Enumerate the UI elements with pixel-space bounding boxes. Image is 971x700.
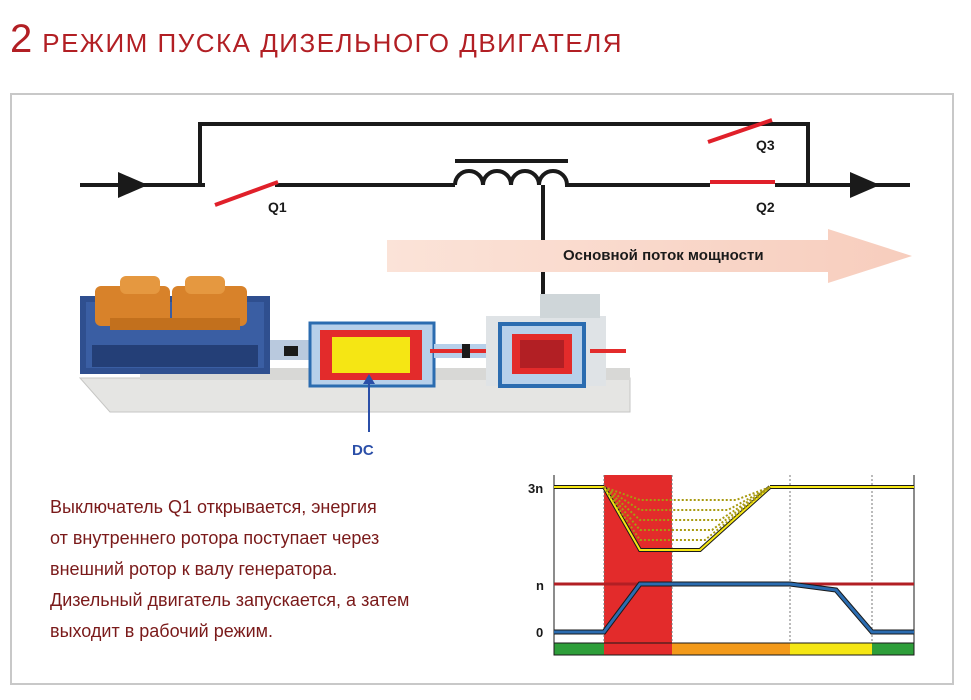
- switch-q1: [214, 180, 279, 207]
- description-line: от внутреннего ротора поступает через: [50, 528, 380, 548]
- power-flow-label: Основной поток мощности: [563, 247, 764, 264]
- description-line: выходит в рабочий режим.: [50, 621, 274, 641]
- power-flow-arrow: [387, 229, 912, 283]
- tick-n: n: [536, 578, 544, 593]
- diesel-generator-set: [78, 276, 631, 413]
- label-q1: Q1: [268, 199, 287, 215]
- timing-chart: 3n n 0: [528, 475, 915, 656]
- phase-bar-3: [672, 643, 790, 655]
- description-line: внешний ротор к валу генератора.: [50, 559, 338, 579]
- section-title: РЕЖИМ ПУСКА ДИЗЕЛЬНОГО ДВИГАТЕЛЯ: [42, 28, 624, 58]
- section-number: 2: [10, 17, 33, 61]
- switch-q3: [707, 118, 773, 144]
- tick-0: 0: [536, 625, 543, 640]
- description-text: Выключатель Q1 открывается, энергия от в…: [50, 492, 500, 647]
- label-q2: Q2: [756, 199, 775, 215]
- phase-bar-5: [872, 643, 914, 655]
- tick-3n: 3n: [528, 481, 543, 496]
- page-title: 2 РЕЖИМ ПУСКА ДИЗЕЛЬНОГО ДВИГАТЕЛЯ: [10, 14, 623, 64]
- main-bus: [80, 122, 910, 198]
- input-arrow: [118, 172, 148, 198]
- output-arrow: [850, 172, 880, 198]
- reactor-coil: [453, 159, 569, 186]
- description-line: Дизельный двигатель запускается, а затем: [50, 590, 410, 610]
- phase-bar-4: [790, 643, 872, 655]
- phase-bar-1: [554, 643, 604, 655]
- label-q3: Q3: [756, 137, 775, 153]
- phase-bar-2: [604, 643, 672, 655]
- diagram-frame: [10, 93, 954, 685]
- dc-label: DC: [352, 442, 374, 459]
- description-line: Выключатель Q1 открывается, энергия: [50, 497, 377, 517]
